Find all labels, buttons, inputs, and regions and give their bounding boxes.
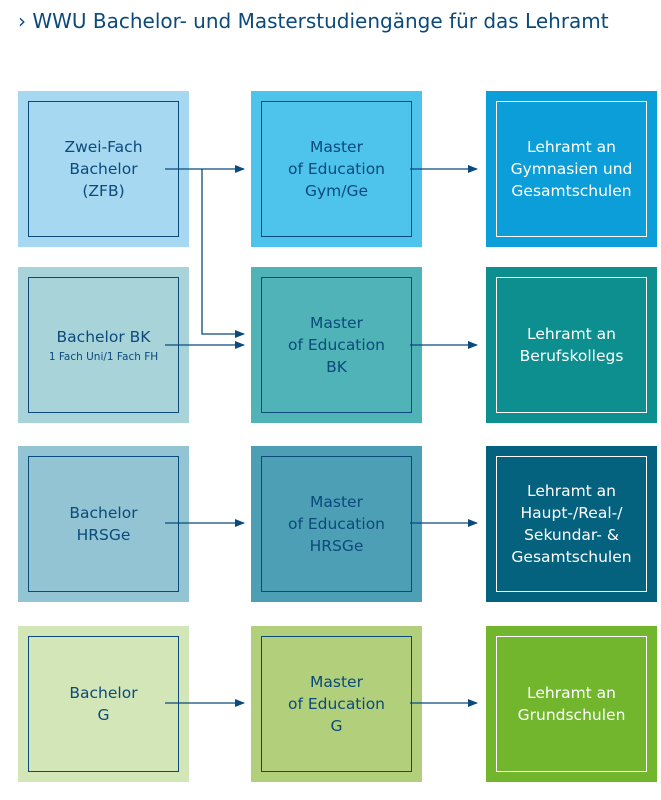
master-text-line: HRSGe (309, 537, 364, 555)
master-text-line: of Education (287, 695, 386, 713)
lehramt-text-line: Grundschulen (517, 706, 626, 724)
master-text-line: Master (310, 493, 363, 511)
lehramt-text-line: Lehramt an (526, 482, 617, 500)
master-text-line: G (330, 717, 343, 735)
arrow-zfb-to-master-bk (201, 169, 245, 338)
lehramt-text-line: Haupt-/Real-/ (520, 504, 623, 522)
lehramt-box-row-3: Lehramt an Haupt-/Real-/ Sekundar- & Gesamt… (486, 446, 657, 602)
master-text-line: BK (326, 358, 347, 376)
bachelor-label-row-2: Bachelor BK 1 Fach Uni/1 Fach FH (28, 277, 179, 413)
lehramt-label-row-4: Lehramt an Grundschulen (496, 636, 647, 772)
master-text-line: Gym/Ge (304, 182, 369, 200)
master-text-line: of Education (287, 336, 386, 354)
lehramt-text-line: Gesamtschulen (511, 548, 632, 566)
bachelor-text-line: Bachelor BK (56, 328, 151, 346)
master-text-line: of Education (287, 515, 386, 533)
bachelor-box-row-2: Bachelor BK 1 Fach Uni/1 Fach FH (18, 267, 189, 423)
bachelor-text-line: G (97, 706, 110, 724)
lehramt-text-line: Lehramt an (526, 325, 617, 343)
lehramt-label-row-2: Lehramt an Berufskollegs (496, 277, 647, 413)
master-text-line: Master (310, 138, 363, 156)
lehramt-label-row-3: Lehramt an Haupt-/Real-/ Sekundar- & Gesamt… (496, 456, 647, 592)
bachelor-text-line: Bachelor (69, 684, 138, 702)
lehramt-text-line: Lehramt an (526, 138, 617, 156)
lehramt-text-line: Berufskollegs (519, 347, 624, 365)
lehramt-text-line: Gymnasien und (510, 160, 633, 178)
bachelor-text-line: (ZFB) (82, 182, 125, 200)
lehramt-text-line: Sekundar- & (524, 526, 619, 544)
lehramt-text-line: Lehramt an (526, 684, 617, 702)
bachelor-subtext: 1 Fach Uni/1 Fach FH (48, 351, 159, 363)
lehramt-box-row-2: Lehramt an Berufskollegs (486, 267, 657, 423)
bachelor-text-line: HRSGe (76, 526, 131, 544)
master-text-line: Master (310, 673, 363, 691)
lehramt-text-line: Gesamtschulen (511, 182, 632, 200)
lehramt-box-row-4: Lehramt an Grundschulen (486, 626, 657, 782)
bachelor-text-line: Bachelor (69, 504, 138, 522)
master-text-line: Master (310, 314, 363, 332)
master-text-line: of Education (287, 160, 386, 178)
bachelor-text-line: Bachelor (69, 160, 138, 178)
page-title: › WWU Bachelor- und Masterstudiengänge f… (18, 9, 609, 33)
bachelor-text-line: Zwei-Fach (64, 138, 143, 156)
